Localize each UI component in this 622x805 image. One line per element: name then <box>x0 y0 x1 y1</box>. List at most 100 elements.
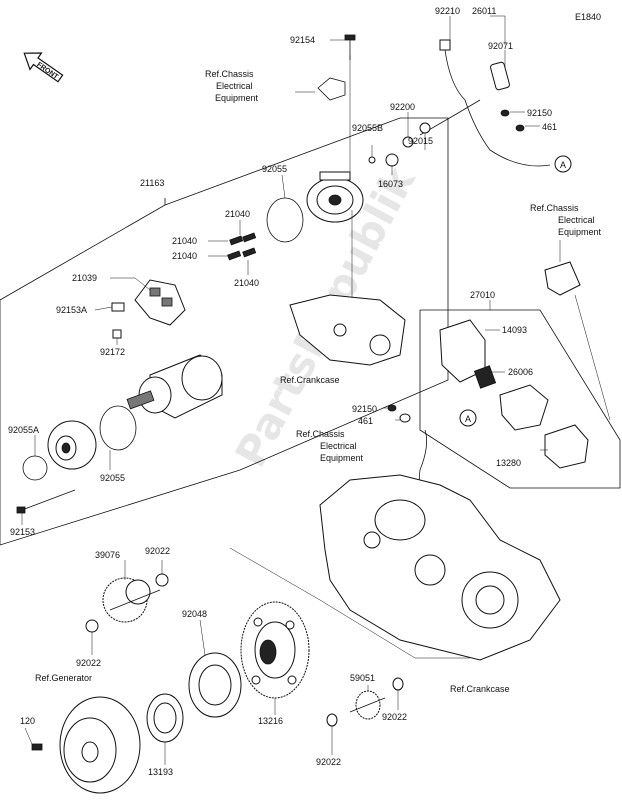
part-92022-c: 92022 <box>382 712 407 722</box>
part-13280: 13280 <box>496 458 521 468</box>
brushes-21040 <box>227 232 257 261</box>
part-16073: 16073 <box>378 179 403 189</box>
part-21040-a: 21040 <box>225 209 250 219</box>
ref-chassis-1-l2: Electrical <box>216 81 253 91</box>
washer-92022-c <box>392 677 404 691</box>
part-92154: 92154 <box>290 35 315 45</box>
ref-chassis-3-l2: Electrical <box>320 441 357 451</box>
nut-92150-upper <box>500 109 510 117</box>
gear-59051 <box>349 690 386 720</box>
screw-92172 <box>112 329 122 339</box>
part-92022-d: 92022 <box>316 757 341 767</box>
part-92055B: 92055B <box>352 123 383 133</box>
part-21040-d: 21040 <box>234 278 259 288</box>
part-26011: 26011 <box>472 6 496 16</box>
part-92055-upper: 92055 <box>262 164 287 174</box>
washer-92022-a <box>155 573 169 587</box>
part-14093: 14093 <box>502 325 527 335</box>
ref-crankcase-1: Ref.Crankcase <box>280 375 340 385</box>
cap-92071 <box>490 61 510 91</box>
part-59051: 59051 <box>350 673 375 683</box>
nut-92210 <box>439 39 451 51</box>
ring-92048 <box>188 652 242 718</box>
o-ring-92055A <box>22 455 48 481</box>
callout-a-upper <box>554 155 572 173</box>
o-ring-92055B <box>368 156 376 164</box>
part-13216: 13216 <box>258 716 283 726</box>
part-92022-a: 92022 <box>145 546 170 556</box>
starter-relay-13280 <box>544 424 589 469</box>
relay-bracket <box>544 261 581 296</box>
part-92150-upper: 92150 <box>527 108 552 118</box>
generator-rotor <box>59 696 141 794</box>
starter-gear-13216 <box>240 601 310 699</box>
ref-chassis-2-l2: Electrical <box>558 215 595 225</box>
part-21039: 21039 <box>72 273 97 283</box>
starter-cable-26011 <box>444 49 551 167</box>
ref-chassis-3: Ref.Chassis Electrical Equipment <box>296 429 364 463</box>
part-26006: 26006 <box>508 367 533 377</box>
part-92150-lower: 92150 <box>352 404 377 414</box>
ref-chassis-3-l3: Equipment <box>320 453 364 463</box>
part-92153A: 92153A <box>56 305 87 315</box>
front-arrow-icon: FRONT <box>23 52 64 83</box>
starter-front-cover <box>47 420 97 470</box>
part-461-upper: 461 <box>542 122 557 132</box>
callout-a-upper-label: A <box>560 160 566 170</box>
part-461-lower: 461 <box>358 416 373 426</box>
o-ring-92055-lower <box>99 405 137 451</box>
part-92015: 92015 <box>408 136 433 146</box>
part-27010: 27010 <box>470 290 495 300</box>
ref-chassis-1: Ref.Chassis Electrical Equipment <box>205 69 259 103</box>
ref-chassis-1-l3: Equipment <box>215 93 259 103</box>
part-120: 120 <box>20 716 35 726</box>
ref-crankcase-2: Ref.Crankcase <box>450 684 510 694</box>
brush-holder-21039 <box>134 279 186 326</box>
callout-a-lower <box>459 409 477 427</box>
part-39076: 39076 <box>95 550 120 560</box>
bolt-92153 <box>16 489 76 514</box>
part-92055-lower: 92055 <box>100 473 125 483</box>
part-92055A: 92055A <box>8 425 39 435</box>
part-21163: 21163 <box>140 178 164 188</box>
bearing-13193 <box>146 693 184 743</box>
ref-chassis-3-l1: Ref.Chassis <box>296 429 345 439</box>
part-92153: 92153 <box>10 527 35 537</box>
ref-chassis-2: Ref.Chassis Electrical Equipment <box>530 203 602 237</box>
part-92210: 92210 <box>435 6 460 16</box>
terminal-bracket <box>317 77 346 101</box>
leader-lines <box>21 15 611 765</box>
relay-assembly-outline <box>419 309 621 489</box>
screw-92154 <box>344 34 356 60</box>
washer-92022-d <box>326 713 338 727</box>
starter-relay-socket <box>499 384 549 431</box>
starter-end-cover <box>306 171 364 223</box>
o-ring-92055-upper <box>266 197 304 243</box>
washer-461-lower <box>399 413 411 423</box>
part-92022-b: 92022 <box>76 658 101 668</box>
nut-16073 <box>385 153 399 167</box>
washer-92022-b <box>85 619 99 633</box>
idler-gear-39076 <box>102 577 161 623</box>
ref-chassis-2-l1: Ref.Chassis <box>530 203 579 213</box>
diagram-code: E1840 <box>575 12 601 22</box>
part-13193: 13193 <box>148 767 173 777</box>
part-92172: 92172 <box>100 347 125 357</box>
nut-92150-lower <box>387 404 397 412</box>
bolt-120 <box>31 743 43 751</box>
washer-461-upper <box>515 124 525 132</box>
callout-a-lower-label: A <box>465 414 471 424</box>
part-92071: 92071 <box>488 41 513 51</box>
relay-26006 <box>473 365 497 389</box>
ref-chassis-1-l1: Ref.Chassis <box>205 69 254 79</box>
part-21040-c: 21040 <box>172 251 197 261</box>
screw-92153A <box>111 302 125 312</box>
starter-yoke <box>126 354 223 419</box>
ref-chassis-2-l3: Equipment <box>558 227 602 237</box>
part-21040-b: 21040 <box>172 236 197 246</box>
nut-92015 <box>419 122 431 134</box>
part-92200: 92200 <box>390 102 415 112</box>
ref-generator: Ref.Generator <box>35 673 92 683</box>
